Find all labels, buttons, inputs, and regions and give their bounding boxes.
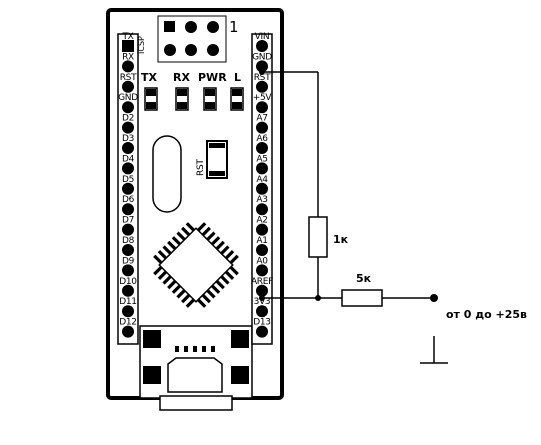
- header-pin-right-a1: A1: [256, 236, 268, 256]
- header-pin-left-d9: D9: [122, 256, 135, 277]
- led-pwr: [203, 87, 217, 111]
- reset-button: RST: [196, 140, 228, 179]
- svg-text:TX: TX: [121, 32, 133, 42]
- header-pin-left-d11: D11: [119, 297, 137, 318]
- svg-text:D11: D11: [119, 297, 136, 307]
- svg-text:A4: A4: [256, 175, 268, 185]
- header-pin-right-a7: A7: [256, 114, 268, 134]
- svg-text:A6: A6: [256, 134, 268, 144]
- svg-text:D9: D9: [122, 256, 135, 266]
- svg-text:D12: D12: [119, 318, 136, 328]
- svg-text:D6: D6: [122, 195, 135, 205]
- svg-text:D13: D13: [253, 318, 270, 328]
- svg-text:A1: A1: [256, 236, 267, 246]
- resistor-5k: [341, 289, 383, 307]
- header-pin-left-d8: D8: [122, 236, 135, 256]
- input-range-label: от 0 до +25в: [446, 308, 527, 321]
- r2-label: 5к: [356, 272, 372, 285]
- led-group: TX RX PWR L: [141, 71, 244, 111]
- svg-text:A7: A7: [256, 114, 267, 124]
- led-tx: [144, 87, 158, 111]
- icsp-header: ICSP ⁠ 1: [137, 15, 239, 63]
- header-pin-right-a4: A4: [256, 175, 269, 195]
- svg-text:D4: D4: [122, 154, 135, 164]
- svg-text:RX: RX: [122, 52, 134, 62]
- header-pin-right-a5: A5: [256, 154, 268, 175]
- header-pin-right-gnd: GND: [252, 52, 273, 73]
- junction-a0: [259, 295, 265, 301]
- external-circuit: 1к 5к от 0 до +25в: [259, 69, 527, 364]
- header-pin-left-d7: D7: [122, 216, 134, 236]
- led-l: [230, 87, 244, 111]
- svg-text:+5V: +5V: [253, 93, 273, 103]
- svg-text:A0: A0: [256, 256, 268, 266]
- svg-text:D2: D2: [122, 114, 134, 124]
- svg-text:D3: D3: [122, 134, 134, 144]
- junction-divider: [315, 295, 321, 301]
- led-rx: [175, 87, 189, 111]
- microcontroller-chip: [153, 222, 239, 308]
- crystal-icon: [152, 135, 182, 213]
- junction-gnd: [259, 69, 265, 75]
- header-pin-right-rst: RST: [254, 73, 271, 93]
- led-label-l: L: [234, 71, 241, 84]
- svg-text:D7: D7: [122, 216, 134, 226]
- usb-connector: [139, 325, 253, 411]
- header-pin-left-gnd: GND: [118, 93, 139, 114]
- header-pin-right-d13: D13: [253, 318, 271, 338]
- svg-text:AREF: AREF: [251, 277, 273, 287]
- reset-label: RST: [196, 159, 206, 176]
- header-pin-left-d5: D5: [122, 175, 134, 195]
- header-pin-right-a6: A6: [256, 134, 269, 154]
- header-pin-right-vin: VIN: [255, 32, 270, 52]
- svg-text:RST: RST: [254, 73, 271, 83]
- svg-text:GND: GND: [252, 52, 272, 62]
- header-pin-left-rx: RX: [122, 52, 134, 73]
- svg-text:3V3: 3V3: [254, 297, 271, 307]
- icsp-label: ICSP: [137, 36, 146, 54]
- header-pin-left-d4: D4: [122, 154, 135, 175]
- header-pin-left-d2: D2: [122, 114, 134, 134]
- svg-text:D10: D10: [119, 277, 137, 287]
- led-label-tx: TX: [141, 71, 158, 84]
- header-pin-left-d10: D10: [119, 277, 138, 297]
- header-pin-left-rst: RST: [120, 73, 137, 93]
- icsp-pin1-label: 1: [229, 18, 239, 36]
- header-pin-right-3v3: 3V3: [254, 297, 271, 318]
- svg-text:D8: D8: [122, 236, 135, 246]
- resistor-1k: [308, 216, 328, 258]
- svg-text:RST: RST: [120, 73, 137, 83]
- header-pin-left-d3: D3: [122, 134, 134, 154]
- input-terminal: [430, 294, 438, 302]
- svg-text:GND: GND: [118, 93, 138, 103]
- r1-label: 1к: [333, 233, 349, 246]
- svg-text:D5: D5: [122, 175, 134, 185]
- led-label-pwr: PWR: [198, 71, 227, 84]
- header-pin-right-5v: +5V: [253, 93, 273, 114]
- svg-text:A3: A3: [256, 195, 267, 205]
- svg-text:A5: A5: [256, 154, 267, 164]
- header-pin-right-a0: A0: [256, 256, 269, 277]
- svg-text:A2: A2: [256, 216, 267, 226]
- svg-text:VIN: VIN: [255, 32, 270, 42]
- header-pin-left-tx: TX: [121, 32, 134, 52]
- header-pin-right-aref: AREF: [251, 277, 273, 297]
- header-pin-left-d12: D12: [119, 318, 137, 338]
- led-label-rx: RX: [173, 71, 190, 84]
- header-pin-left-d6: D6: [122, 195, 135, 216]
- header-pin-right-a3: A3: [256, 195, 268, 216]
- header-pin-right-a2: A2: [256, 216, 268, 236]
